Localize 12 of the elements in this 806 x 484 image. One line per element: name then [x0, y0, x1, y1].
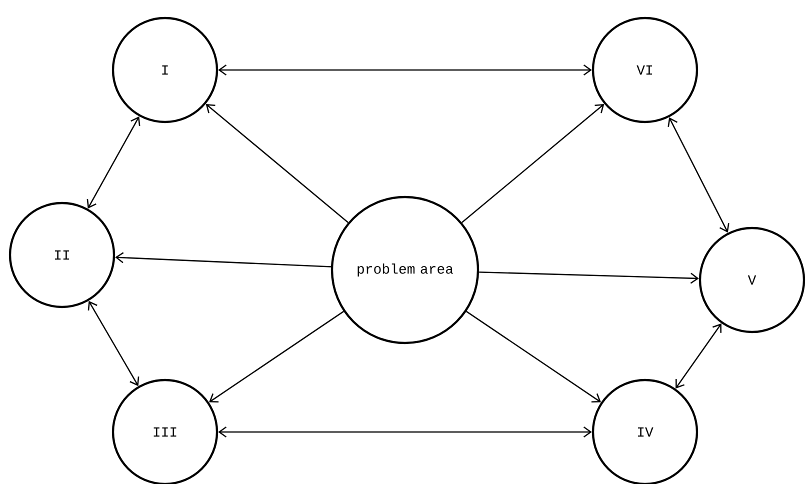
arrow: [466, 310, 601, 403]
arrow: [668, 117, 730, 233]
arrow: [462, 104, 604, 224]
arrow: [88, 300, 140, 386]
arrow: [676, 323, 722, 389]
arrow: [218, 426, 592, 438]
arrow: [206, 104, 348, 224]
arrow: [86, 116, 140, 209]
arrow: [209, 310, 344, 403]
arrow: [218, 64, 592, 76]
arrow: [479, 271, 699, 284]
arrow: [115, 252, 331, 268]
